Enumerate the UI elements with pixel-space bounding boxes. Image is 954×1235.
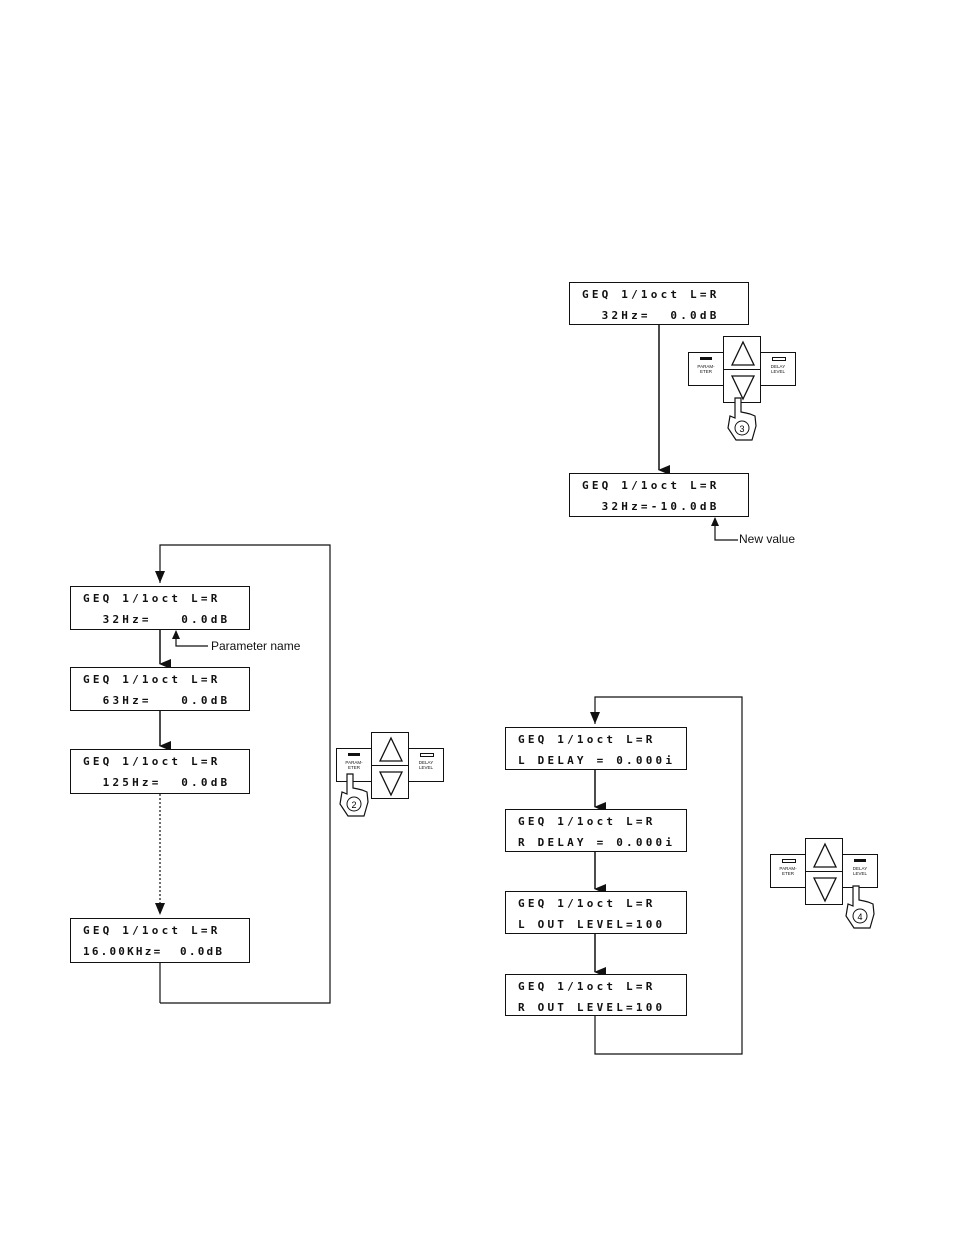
- up-key[interactable]: [371, 732, 409, 766]
- lcd-left-3: GEQ 1/1oct L=R 125Hz= 0.0dB: [70, 749, 250, 794]
- parameter-key[interactable]: PARAM- ETER: [770, 854, 806, 888]
- down-arrow-icon: [730, 375, 756, 401]
- lcd-line-2: 125Hz= 0.0dB: [83, 776, 231, 789]
- lcd-line-2: L OUT LEVEL=100: [518, 918, 666, 931]
- delay-level-key[interactable]: DELAY LEVEL: [760, 352, 796, 386]
- lcd-left-1: GEQ 1/1oct L=R 32Hz= 0.0dB: [70, 586, 250, 630]
- delay-level-key[interactable]: DELAY LEVEL: [408, 748, 444, 782]
- hand-step-number: 4: [857, 912, 862, 922]
- lcd-line-2: 32Hz=-10.0dB: [582, 500, 720, 513]
- lcd-line-1: GEQ 1/1oct L=R: [518, 815, 656, 828]
- delay-level-key[interactable]: DELAY LEVEL: [842, 854, 878, 888]
- parameter-name-pointer: [175, 631, 208, 647]
- keypad-right: PARAM- ETER DELAY LEVEL: [770, 838, 882, 908]
- delay-level-led: [854, 859, 866, 862]
- lcd-line-1: GEQ 1/1oct L=R: [582, 479, 720, 492]
- up-arrow-icon: [812, 842, 838, 868]
- lcd-line-2: 32Hz= 0.0dB: [83, 613, 231, 626]
- parameter-key-label: PARAM- ETER: [779, 866, 797, 876]
- down-key[interactable]: [805, 871, 843, 905]
- down-key[interactable]: [371, 765, 409, 799]
- pointing-hand-icon: 4: [845, 885, 875, 929]
- lcd-line-1: GEQ 1/1oct L=R: [582, 288, 720, 301]
- lcd-line-1: GEQ 1/1oct L=R: [83, 592, 221, 605]
- lcd-top-after: GEQ 1/1oct L=R 32Hz=-10.0dB: [569, 473, 749, 517]
- pointing-hand-icon: 2: [339, 773, 369, 817]
- right-loop: [594, 696, 743, 1055]
- down-arrow-icon: [812, 877, 838, 903]
- delay-level-key-label: DELAY LEVEL: [852, 866, 868, 876]
- lcd-left-2: GEQ 1/1oct L=R 63Hz= 0.0dB: [70, 667, 250, 711]
- up-arrow-icon: [378, 736, 404, 762]
- parameter-led: [348, 753, 360, 756]
- lcd-line-1: GEQ 1/1oct L=R: [83, 673, 221, 686]
- delay-level-led: [420, 753, 434, 757]
- lcd-right-1: GEQ 1/1oct L=R L DELAY = 0.000i: [505, 727, 687, 770]
- parameter-led: [700, 357, 712, 360]
- lcd-top-before: GEQ 1/1oct L=R 32Hz= 0.0dB: [569, 282, 749, 325]
- lcd-line-1: GEQ 1/1oct L=R: [518, 897, 656, 910]
- parameter-name-note: Parameter name: [211, 639, 301, 653]
- down-key[interactable]: [723, 369, 761, 403]
- left-loop: [159, 544, 331, 1004]
- lcd-line-1: GEQ 1/1oct L=R: [83, 924, 221, 937]
- pointing-hand-icon: 3: [727, 397, 757, 441]
- parameter-key-label: PARAM- ETER: [697, 364, 715, 374]
- lcd-right-2: GEQ 1/1oct L=R R DELAY = 0.000i: [505, 809, 687, 852]
- parameter-key[interactable]: PARAM- ETER: [688, 352, 724, 386]
- lcd-line-2: R DELAY = 0.000i: [518, 836, 676, 849]
- lcd-line-1: GEQ 1/1oct L=R: [518, 980, 656, 993]
- lcd-line-2: L DELAY = 0.000i: [518, 754, 676, 767]
- delay-level-key-label: DELAY LEVEL: [770, 364, 786, 374]
- lcd-line-1: GEQ 1/1oct L=R: [518, 733, 656, 746]
- hand-step-number: 3: [739, 424, 744, 434]
- delay-level-key-label: DELAY LEVEL: [418, 760, 434, 770]
- parameter-led: [782, 859, 796, 863]
- up-arrow-icon: [730, 340, 756, 366]
- hand-step-number: 2: [351, 800, 356, 810]
- up-key[interactable]: [723, 336, 761, 370]
- lcd-line-2: 16.00KHz= 0.0dB: [83, 945, 225, 958]
- parameter-key[interactable]: PARAM- ETER: [336, 748, 372, 782]
- lcd-line-2: 63Hz= 0.0dB: [83, 694, 231, 707]
- delay-level-led: [772, 357, 786, 361]
- lcd-right-3: GEQ 1/1oct L=R L OUT LEVEL=100: [505, 891, 687, 934]
- new-value-pointer: [714, 518, 738, 541]
- parameter-key-label: PARAM- ETER: [345, 760, 363, 770]
- lcd-line-2: 32Hz= 0.0dB: [582, 309, 720, 322]
- lcd-right-4: GEQ 1/1oct L=R R OUT LEVEL=100: [505, 974, 687, 1016]
- new-value-note: New value: [739, 532, 796, 546]
- lcd-line-2: R OUT LEVEL=100: [518, 1001, 666, 1014]
- keypad-left: PARAM- ETER DELAY LEVEL: [336, 732, 448, 802]
- lcd-left-4: GEQ 1/1oct L=R 16.00KHz= 0.0dB: [70, 918, 250, 963]
- down-arrow-icon: [378, 771, 404, 797]
- up-key[interactable]: [805, 838, 843, 872]
- keypad-top: PARAM- ETER DELAY LEVEL: [688, 336, 800, 406]
- lcd-line-1: GEQ 1/1oct L=R: [83, 755, 221, 768]
